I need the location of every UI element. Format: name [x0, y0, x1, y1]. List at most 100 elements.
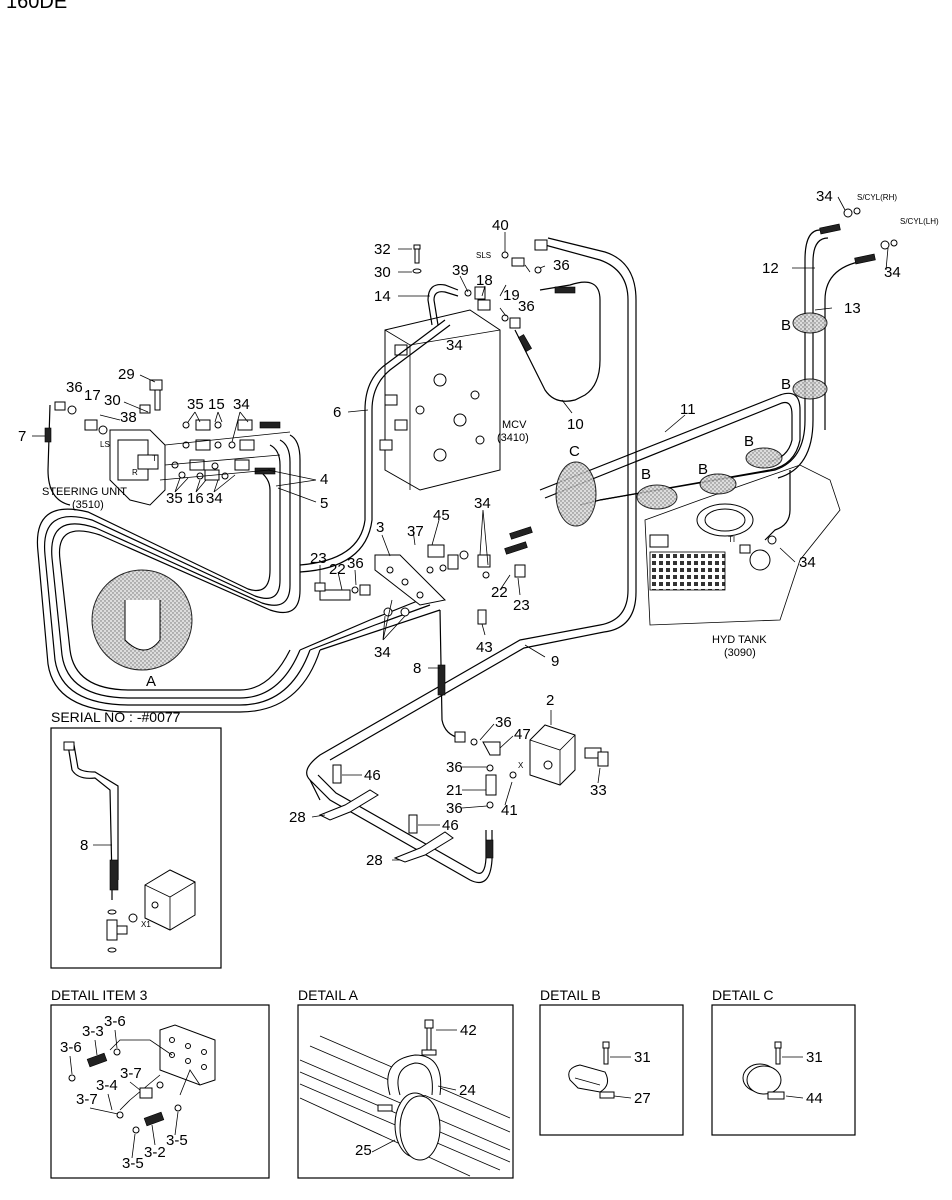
- part-17: 17: [84, 387, 101, 404]
- part-8: 8: [413, 660, 421, 677]
- hose-6: [299, 319, 446, 566]
- part-34-low: 34: [374, 644, 391, 661]
- block-2: X: [470, 724, 609, 809]
- part-16: 16: [187, 490, 204, 507]
- part-43: 43: [476, 639, 493, 656]
- hose-12-13: S/CYL(RH) S/CYL(LH): [599, 193, 939, 501]
- zone-b-label-1: B: [781, 317, 791, 334]
- part-7: 7: [18, 428, 26, 445]
- part-22-right: 22: [491, 584, 508, 601]
- item3-label-6: 3-5: [166, 1132, 188, 1149]
- part-14: 14: [374, 288, 391, 305]
- mcv-label: MCV: [502, 419, 527, 431]
- part-34-top: 34: [233, 396, 250, 413]
- part-28-left: 28: [289, 809, 306, 826]
- part-numbers: 32 30 14 39 18 40 36 19 36 34 6 10 11 34…: [18, 188, 901, 869]
- part-37: 37: [407, 523, 424, 540]
- detail-item3-title: DETAIL ITEM 3: [51, 987, 148, 1003]
- scyl-lh-label: S/CYL(LH): [900, 217, 939, 226]
- part-34-mid: 34: [474, 495, 491, 512]
- steering-unit: STEERING UNIT (3510) LS T R: [42, 429, 166, 511]
- item3-label-3: 3-7: [120, 1065, 142, 1082]
- part-32: 32: [374, 241, 391, 258]
- part-34-lh: 34: [884, 264, 901, 281]
- part-30-su: 30: [104, 392, 121, 409]
- zone-b-ellipse-2: [792, 378, 828, 400]
- zone-c-ellipse: [555, 461, 597, 527]
- detail-a: DETAIL A 42 24 25: [297, 987, 514, 1179]
- part-9: 9: [551, 653, 559, 670]
- zone-a-label: A: [146, 673, 156, 690]
- part-15: 15: [208, 396, 225, 413]
- part-47: 47: [514, 726, 531, 743]
- steering-fittings: [67, 379, 291, 481]
- part-34-mcv: 34: [446, 337, 463, 354]
- part-21: 21: [446, 782, 463, 799]
- detail-a-title: DETAIL A: [298, 987, 359, 1003]
- hyd-tank-code: (3090): [724, 647, 756, 659]
- port-r: R: [132, 468, 138, 477]
- part-34-bot: 34: [206, 490, 223, 507]
- detail-b-part-31: 31: [634, 1049, 651, 1066]
- serial-x1-label: X1: [141, 920, 151, 929]
- part-33: 33: [590, 782, 607, 799]
- part-19: 19: [503, 287, 520, 304]
- x-label: X: [518, 761, 524, 770]
- fitting-row-upper: [182, 419, 281, 451]
- part-36-top: 36: [553, 257, 570, 274]
- part-22-left: 22: [329, 561, 346, 578]
- part-4: 4: [320, 471, 328, 488]
- detail-item3-labels: 3-6 3-3 3-6 3-7 3-4 3-7 3-5 3-2 3-5: [60, 1013, 188, 1172]
- hose-14: [412, 244, 491, 326]
- zone-b-label-4: B: [698, 461, 708, 478]
- part-41: 41: [501, 802, 518, 819]
- ti-label: TI: [728, 535, 735, 544]
- zone-b-label-2: B: [781, 376, 791, 393]
- part-36-b3: 36: [446, 759, 463, 776]
- hyd-tank: TI HYD TANK (3090): [644, 464, 841, 659]
- detail-item-3: DETAIL ITEM 3 3-6 3-3 3-6 3-7 3-4 3-7 3-…: [50, 987, 270, 1179]
- part-36-b2: 36: [495, 714, 512, 731]
- part-2: 2: [546, 692, 554, 709]
- zone-b-ellipse-3: [745, 447, 783, 469]
- main-assembly: STEERING UNIT (3510) LS T R: [18, 188, 939, 884]
- part-10: 10: [567, 416, 584, 433]
- detail-c: DETAIL C 31 44: [711, 987, 856, 1136]
- detail-b-title: DETAIL B: [540, 987, 601, 1003]
- mcv-code: (3410): [497, 432, 529, 444]
- item3-label-4: 3-4: [96, 1077, 118, 1094]
- detail-a-part-24: 24: [459, 1082, 476, 1099]
- part-13: 13: [844, 300, 861, 317]
- hose-7: [44, 401, 71, 506]
- zone-b-label-5: B: [641, 466, 651, 483]
- block-3: [314, 526, 533, 625]
- item3-label-1: 3-3: [82, 1023, 104, 1040]
- part-18: 18: [476, 272, 493, 289]
- part-40: 40: [492, 217, 509, 234]
- part-23-left: 23: [310, 550, 327, 567]
- scyl-rh-label: S/CYL(RH): [857, 193, 897, 202]
- steering-unit-code: (3510): [72, 499, 104, 511]
- part-46-left: 46: [364, 767, 381, 784]
- part-38: 38: [120, 409, 137, 426]
- part-36-mcv: 36: [518, 298, 535, 315]
- detail-c-part-44: 44: [806, 1090, 823, 1107]
- item3-label-7: 3-2: [144, 1144, 166, 1161]
- part-36-su: 36: [66, 379, 83, 396]
- part-3: 3: [376, 519, 384, 536]
- hose-10: [514, 281, 601, 402]
- pipe-bracket-28: [309, 764, 494, 884]
- detail-c-part-31: 31: [806, 1049, 823, 1066]
- serial-box: SERIAL NO : -#0077 X1 8: [50, 709, 222, 969]
- zone-b-ellipse-5: [636, 484, 678, 510]
- hyd-tank-label: HYD TANK: [712, 634, 767, 646]
- part-35-bot: 35: [166, 490, 183, 507]
- detail-b: DETAIL B 31 27: [539, 987, 684, 1136]
- part-35-top: 35: [187, 396, 204, 413]
- hose-8: [437, 609, 466, 743]
- serial-box-title: SERIAL NO : -#0077: [51, 709, 181, 725]
- part-11: 11: [680, 401, 696, 418]
- detail-a-part-42: 42: [460, 1022, 477, 1039]
- item3-label-5: 3-7: [76, 1091, 98, 1108]
